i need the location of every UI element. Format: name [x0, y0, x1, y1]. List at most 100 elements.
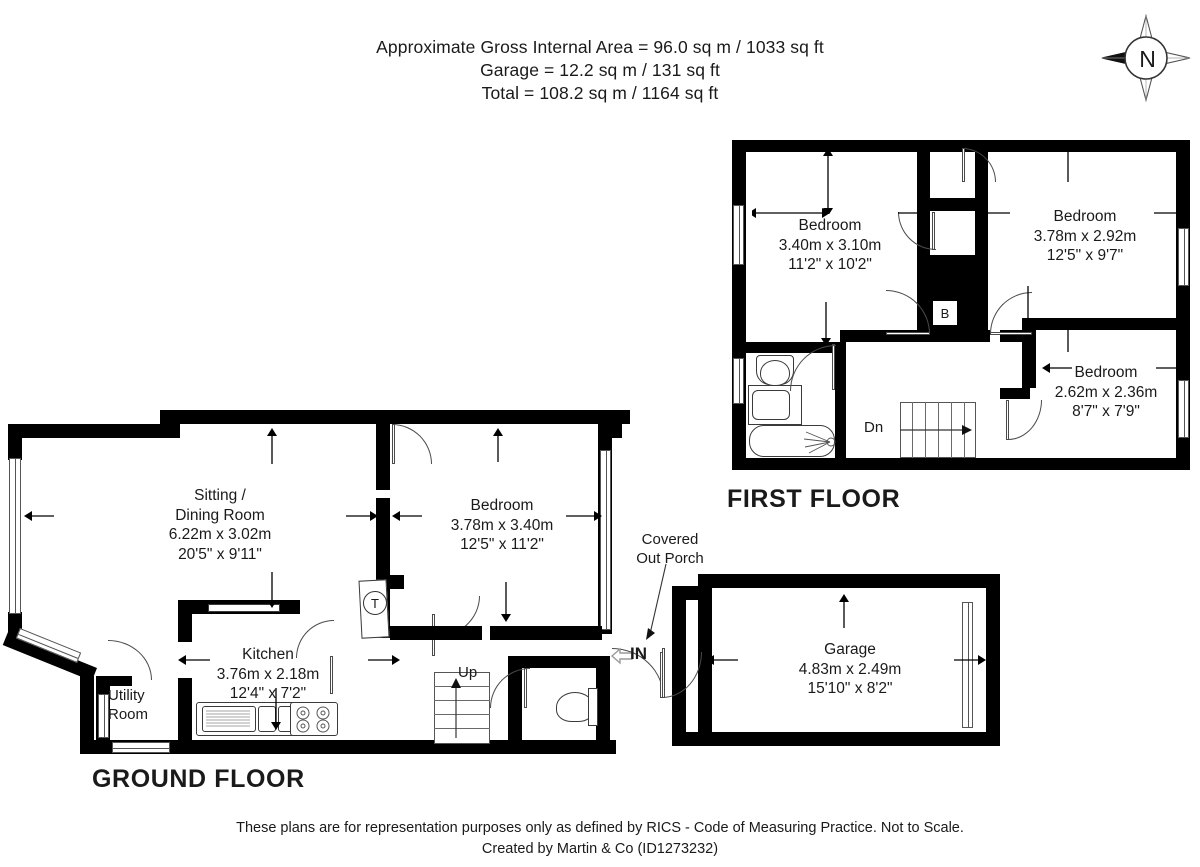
toilet-cistern-ground	[588, 688, 598, 726]
bedroom-front-imperial: 11'2" x 10'2"	[788, 256, 872, 273]
wall-garage-bottom	[672, 732, 1000, 746]
wall-wc-top	[508, 656, 610, 668]
stairs-down-label: Dn	[864, 419, 884, 436]
dim-arrow-bed3-right	[1156, 363, 1188, 373]
wall-garage-top	[698, 574, 1000, 588]
dim-arrow-garage-right	[954, 655, 986, 665]
bedroom-small-metric: 2.62m x 2.36m	[1054, 383, 1158, 401]
bedroom-rear-imperial: 12'5" x 9'7"	[1046, 247, 1124, 264]
bedroom-rear-name: Bedroom	[1053, 208, 1117, 225]
entry-label: IN	[630, 644, 647, 663]
dim-arrow-kitchen-left	[178, 655, 210, 665]
dim-arrow-bedroom-bottom	[501, 582, 511, 622]
room-label-kitchen: Kitchen 3.76m x 2.18m 12'4" x 7'2"	[180, 645, 356, 704]
dim-arrow-bed1-left	[752, 208, 828, 218]
dim-arrow-bed3-left	[1042, 363, 1072, 373]
kitchen-name: Kitchen	[242, 646, 294, 663]
bedroom-rear-metric: 3.78m x 2.92m	[1033, 227, 1137, 245]
window-first-right-upper	[1178, 228, 1189, 286]
window-utility-left	[98, 694, 109, 738]
door-swing-sitting-hall	[392, 424, 432, 464]
bedroom-small-name: Bedroom	[1074, 364, 1138, 381]
window-ground-bedroom-right	[600, 450, 611, 630]
wall-bedroom-bottom-left	[390, 626, 482, 640]
door-swing-wc	[490, 668, 530, 708]
dim-arrow-bedroom-top	[493, 428, 503, 462]
sitting-dining-imperial: 20'5" x 9'11"	[178, 545, 262, 563]
porch-leader-line	[646, 563, 667, 640]
area-summary: Approximate Gross Internal Area = 96.0 s…	[0, 36, 1200, 105]
boiler-marker: B	[932, 300, 958, 326]
wall-bed3-jamb	[1000, 388, 1030, 399]
ground-bedroom-name: Bedroom	[470, 497, 534, 514]
first-floor-title: FIRST FLOOR	[727, 485, 901, 513]
disclaimer-line2: Created by Martin & Co (ID1273232)	[481, 841, 719, 857]
entry-arrow-icon	[610, 647, 633, 665]
dim-arrow-kitchen-right	[368, 655, 400, 665]
shower-spray-icon	[803, 431, 836, 454]
staircase-up	[434, 672, 490, 744]
wall-hall-left-upper	[376, 424, 390, 470]
total-area-text: Total = 108.2 sq m / 1164 sq ft	[481, 83, 719, 103]
ground-bedroom-metric: 3.78m x 3.40m	[450, 516, 554, 534]
room-label-garage: Garage 4.83m x 2.49m 15'10" x 8'2"	[752, 640, 948, 699]
stairs-down-arrow	[900, 425, 972, 435]
dim-arrow-bed1-bottom	[821, 302, 831, 344]
wall-wc-right	[596, 656, 610, 742]
gross-internal-area-text: Approximate Gross Internal Area = 96.0 s…	[376, 37, 824, 57]
thermostat-marker: T	[363, 591, 387, 615]
door-swing-utility	[108, 640, 152, 680]
dim-arrow-sitting-left	[24, 511, 54, 521]
covered-porch-label: Covered Out Porch	[616, 530, 724, 568]
disclaimer: These plans are for representation purpo…	[0, 818, 1200, 860]
wall-garage-right	[986, 574, 1000, 746]
dim-arrow-bed1-right	[898, 208, 928, 218]
wall-hall-left-mid	[376, 470, 390, 490]
door-swing-porch-side	[662, 652, 702, 698]
dim-arrow-bedroom-right	[566, 511, 602, 521]
garage-door-opening	[962, 602, 973, 728]
utility-name1: Utility	[108, 687, 145, 704]
wall-ground-top-step	[160, 410, 174, 426]
sitting-dining-name2: Dining Room	[175, 506, 265, 524]
dim-arrow-kitchen-bottom	[271, 688, 281, 730]
room-label-utility: Utility Room	[108, 686, 188, 724]
wall-kitchen-left-lower	[178, 678, 192, 744]
window-first-right-lower	[1178, 380, 1189, 438]
bedroom-small-imperial: 8'7" x 7'9"	[1072, 403, 1140, 420]
wall-ground-bottom-left	[80, 676, 94, 746]
room-label-bedroom-rear: Bedroom 3.78m x 2.92m 12'5" x 9'7"	[985, 207, 1185, 266]
wall-cupboard-top	[930, 198, 988, 211]
wall-ground-top	[160, 410, 630, 424]
garage-imperial: 15'10" x 8'2"	[807, 680, 893, 697]
wall-garage-left	[698, 574, 712, 746]
dim-arrow-sitting-right	[346, 511, 378, 521]
room-label-bedroom-front: Bedroom 3.40m x 3.10m 11'2" x 10'2"	[730, 216, 930, 275]
wall-first-top	[732, 140, 1190, 152]
dim-arrow-bedroom-left	[392, 511, 422, 521]
bedroom-front-metric: 3.40m x 3.10m	[778, 236, 882, 254]
dim-arrow-garage-top	[839, 594, 849, 628]
kitchen-imperial: 12'4" x 7'2"	[229, 685, 307, 702]
wall-bed2-partition	[975, 210, 988, 330]
dim-arrow-bed2-left	[982, 208, 1010, 218]
counter-kitchen-top	[208, 604, 280, 612]
dim-arrow-bed1-top	[823, 152, 833, 214]
hob-burners-icon	[296, 706, 330, 733]
utility-name2: Room	[108, 706, 149, 723]
dim-arrow-bed2-bottom	[1023, 286, 1033, 328]
hob-unit-kitchen	[290, 702, 338, 736]
garage-metric: 4.83m x 2.49m	[798, 660, 902, 678]
window-sitting-left	[9, 458, 21, 614]
wall-first-bottom	[732, 458, 1190, 470]
toilet-bowl-first	[760, 360, 790, 386]
window-first-left	[733, 205, 744, 265]
toilet-bowl-ground	[556, 692, 594, 722]
room-label-bedroom-small: Bedroom 2.62m x 2.36m 8'7" x 7'9"	[1008, 363, 1200, 422]
wall-kitchen-left-upper	[178, 600, 192, 642]
wall-first-left	[732, 140, 746, 470]
compass-star-svg	[1101, 14, 1191, 102]
ground-bedroom-imperial: 12'5" x 11'2"	[460, 536, 544, 553]
wall-ground-topleft	[8, 424, 180, 438]
